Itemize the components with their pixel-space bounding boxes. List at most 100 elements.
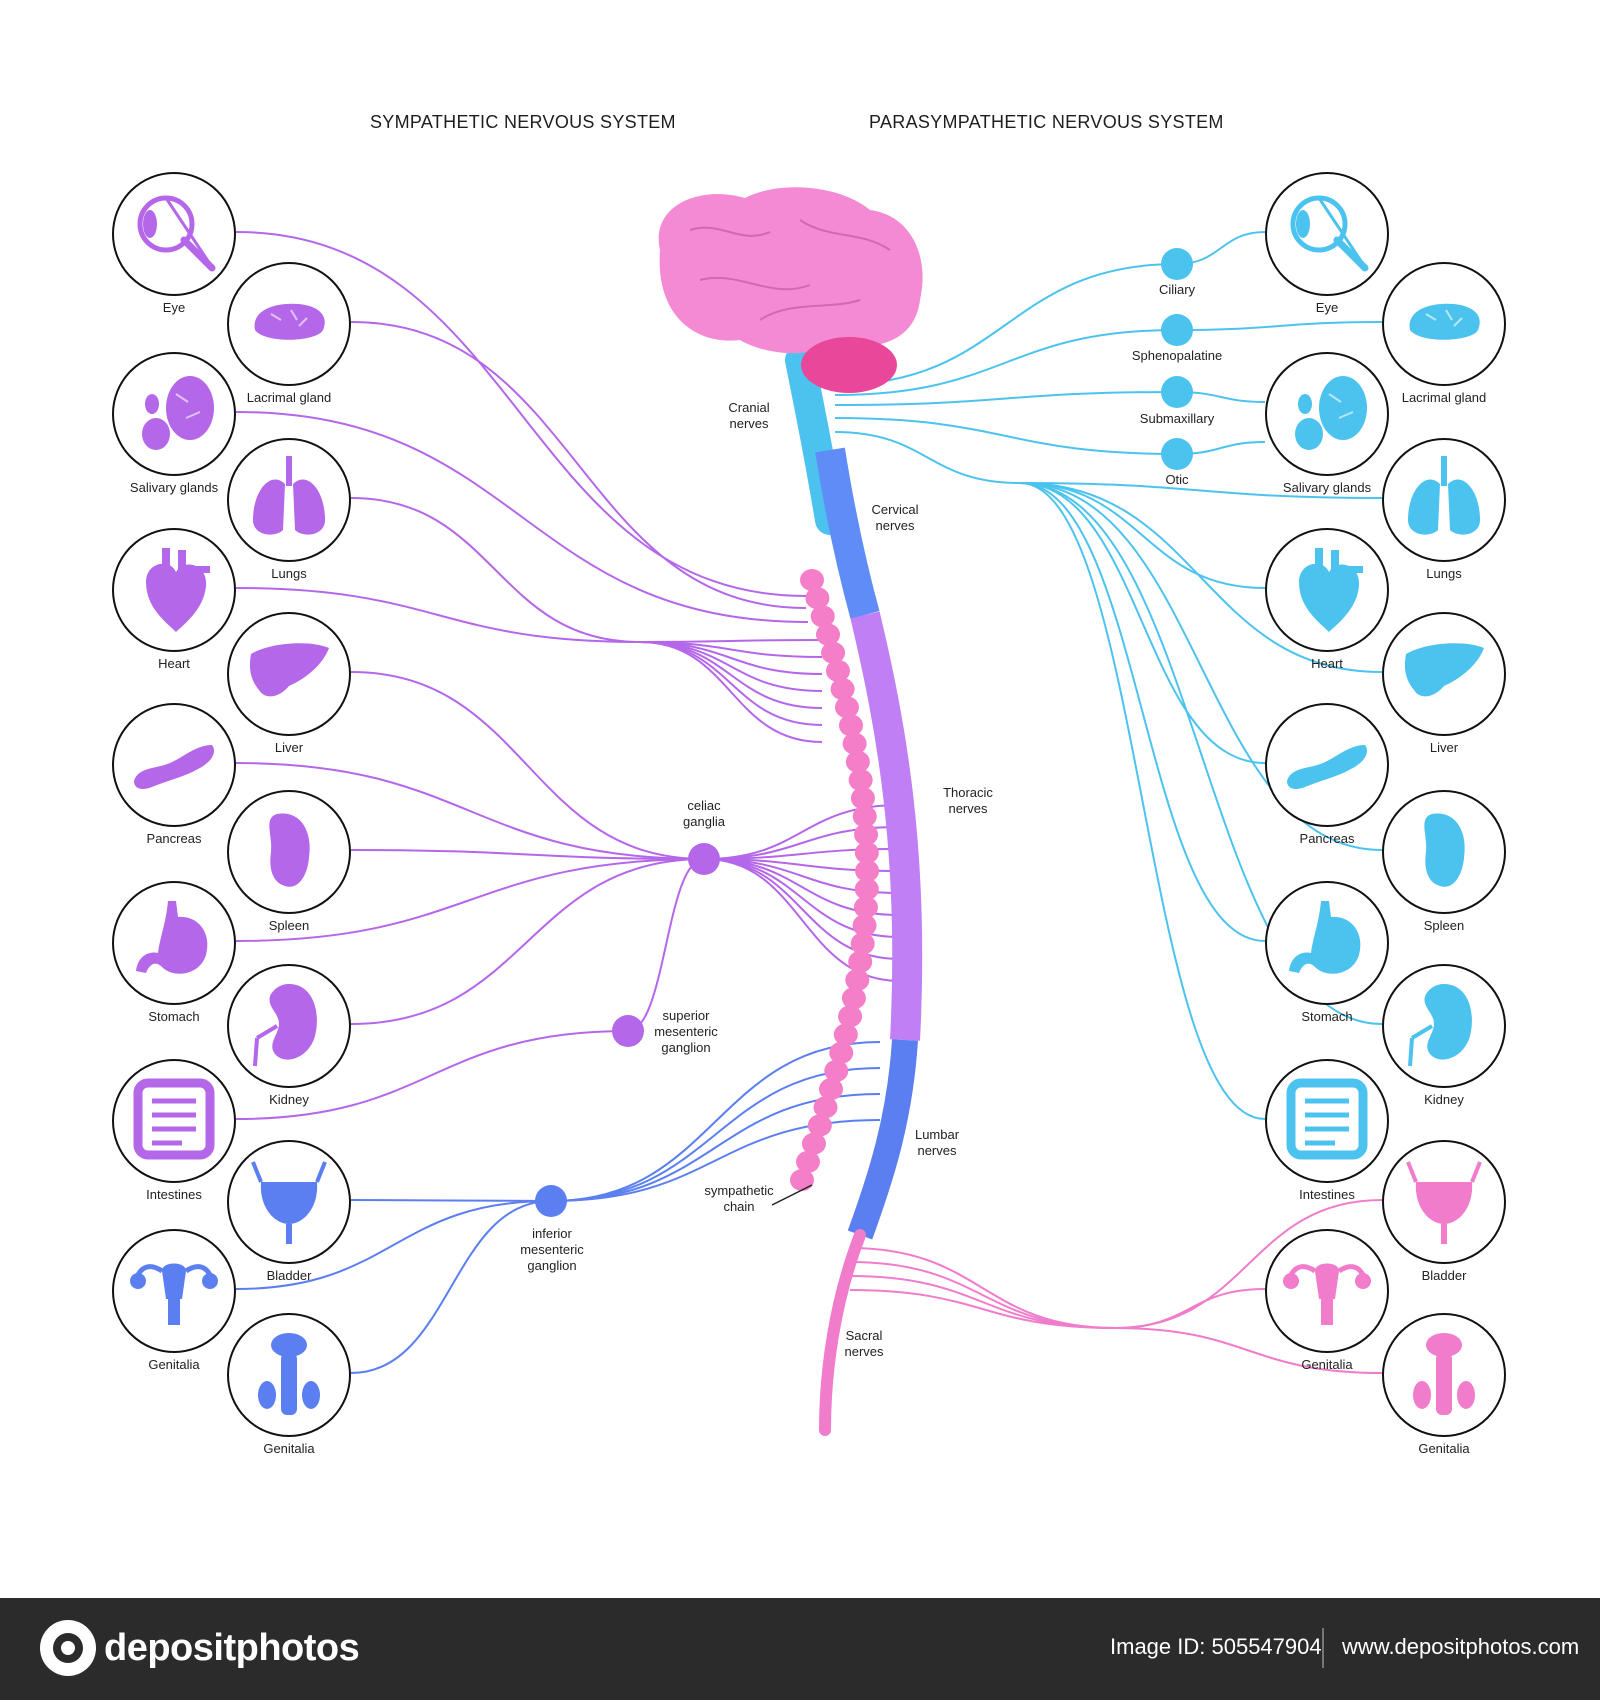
nerve-liver — [351, 672, 704, 859]
brand-name: depositphotos — [104, 1627, 359, 1670]
left-organ-genitalia — [227, 1313, 351, 1437]
nerve-vagus — [835, 432, 1020, 483]
cervical-nerves-label-line: nerves — [872, 518, 919, 534]
sympathetic-chain-label-line: chain — [704, 1199, 773, 1215]
bladder-icon — [1396, 1152, 1492, 1253]
liver-icon — [1396, 624, 1492, 725]
brand-logo: depositphotos — [40, 1620, 359, 1676]
left-organ-salivary-glands — [112, 352, 236, 476]
nerve-sacral — [850, 1248, 1115, 1328]
cranial-nerves-label: Cranialnerves — [728, 400, 769, 432]
nerve-heart-fan — [640, 642, 822, 725]
nerve-bladder — [351, 1200, 551, 1201]
cerebellum — [801, 337, 897, 393]
lumbar-nerves-label: Lumbarnerves — [915, 1127, 959, 1159]
nerve-otic — [835, 418, 1177, 454]
left-organ-liver — [227, 612, 351, 736]
right-organ-lungs — [1382, 438, 1506, 562]
nerve-spleen — [351, 850, 704, 859]
right-organ-label: Kidney — [1364, 1092, 1524, 1107]
left-organ-bladder — [227, 1140, 351, 1264]
male-genitalia-icon — [1396, 1325, 1492, 1426]
lungs-icon — [241, 450, 337, 551]
eye-icon — [1279, 184, 1375, 285]
nerve-r-genitalia-f — [1115, 1289, 1265, 1328]
sacral-nerves-label-line: Sacral — [844, 1328, 883, 1344]
nerve-kidney — [351, 859, 704, 1024]
lumbar-nerves-label-line: nerves — [915, 1143, 959, 1159]
heart-icon — [1279, 540, 1375, 641]
superior-mesenteric-ganglion-label-line: mesenteric — [654, 1024, 718, 1040]
superior-mesenteric-ganglion-label-line: ganglion — [654, 1040, 718, 1056]
inferior-mesenteric-ganglion-label-line: inferior — [520, 1226, 584, 1242]
intestines-icon — [126, 1071, 222, 1172]
nerve-lungs — [351, 498, 640, 642]
inferior-mesenteric-ganglion — [535, 1185, 567, 1217]
left-organ-intestines — [112, 1059, 236, 1183]
inferior-mesenteric-ganglion-label-line: ganglion — [520, 1258, 584, 1274]
right-organ-liver — [1382, 612, 1506, 736]
nerve-lacrimal — [351, 322, 806, 608]
right-organ-label: Genitalia — [1364, 1441, 1524, 1456]
left-organ-pancreas — [112, 703, 236, 827]
inferior-mesenteric-ganglion-label-line: mesenteric — [520, 1242, 584, 1258]
otic-ganglion — [1161, 438, 1193, 470]
kidney-icon — [1396, 976, 1492, 1077]
left-organ-kidney — [227, 964, 351, 1088]
lungs-icon — [1396, 450, 1492, 551]
otic-label: Otic — [1165, 472, 1188, 488]
cerebrum — [659, 187, 923, 353]
thoracic-nerves-label-line: nerves — [943, 801, 993, 817]
site-url: www.depositphotos.com — [1342, 1634, 1579, 1660]
pancreas-icon — [1279, 715, 1375, 816]
sphenopalatine-ganglion — [1161, 314, 1193, 346]
right-organ-stomach — [1265, 881, 1389, 1005]
left-organ-label: Genitalia — [209, 1441, 369, 1456]
sympathetic-chain-label: sympatheticchain — [704, 1183, 773, 1215]
sympathetic-heading: SYMPATHETIC NERVOUS SYSTEM — [370, 112, 676, 133]
ciliary-ganglion — [1161, 248, 1193, 280]
nervous-system-diagram: SYMPATHETIC NERVOUS SYSTEM PARASYMPATHET… — [0, 0, 1600, 1598]
celiac-ganglia-label-line: celiac — [683, 798, 725, 814]
sacral-nerves-label-line: nerves — [844, 1344, 883, 1360]
salivary-glands-icon — [126, 364, 222, 465]
lacrimal-gland-icon — [1396, 274, 1492, 375]
female-genitalia-icon — [126, 1241, 222, 1342]
nerve-vagus-branch — [1020, 483, 1265, 941]
thoracic-nerves-label-line: Thoracic — [943, 785, 993, 801]
spleen-icon — [1396, 802, 1492, 903]
right-organ-intestines — [1265, 1059, 1389, 1183]
footer-divider — [1322, 1628, 1324, 1668]
stomach-icon — [1279, 893, 1375, 994]
lacrimal-gland-icon — [241, 274, 337, 375]
right-organ-bladder — [1382, 1140, 1506, 1264]
nerve-vagus-branch — [1020, 483, 1265, 1119]
right-organ-lacrimal-gland — [1382, 262, 1506, 386]
nerve-r-lacrimal — [1177, 322, 1382, 330]
cervical-nerves-label-line: Cervical — [872, 502, 919, 518]
left-organ-eye — [112, 172, 236, 296]
sympathetic-chain-bead — [834, 1024, 858, 1046]
right-organ-salivary-glands — [1265, 352, 1389, 476]
lumbar-nerves-label-line: Lumbar — [915, 1127, 959, 1143]
right-organ-spleen — [1382, 790, 1506, 914]
right-organ-eye — [1265, 172, 1389, 296]
bladder-icon — [241, 1152, 337, 1253]
ciliary-label: Ciliary — [1159, 282, 1195, 298]
liver-icon — [241, 624, 337, 725]
sacral-nerves-label: Sacralnerves — [844, 1328, 883, 1360]
sympathetic-chain-bead — [838, 1005, 862, 1027]
right-organ-heart — [1265, 528, 1389, 652]
right-organ-pancreas — [1265, 703, 1389, 827]
male-genitalia-icon — [241, 1325, 337, 1426]
intestines-icon — [1279, 1071, 1375, 1172]
nerve-sacral — [850, 1262, 1115, 1328]
right-organ-label: Liver — [1364, 740, 1524, 755]
superior-mesenteric-ganglion-label-line: superior — [654, 1008, 718, 1024]
celiac-ganglia-label: celiacganglia — [683, 798, 725, 830]
watermark-footer: depositphotos Image ID: 505547904 www.de… — [0, 1598, 1600, 1700]
left-organ-lungs — [227, 438, 351, 562]
